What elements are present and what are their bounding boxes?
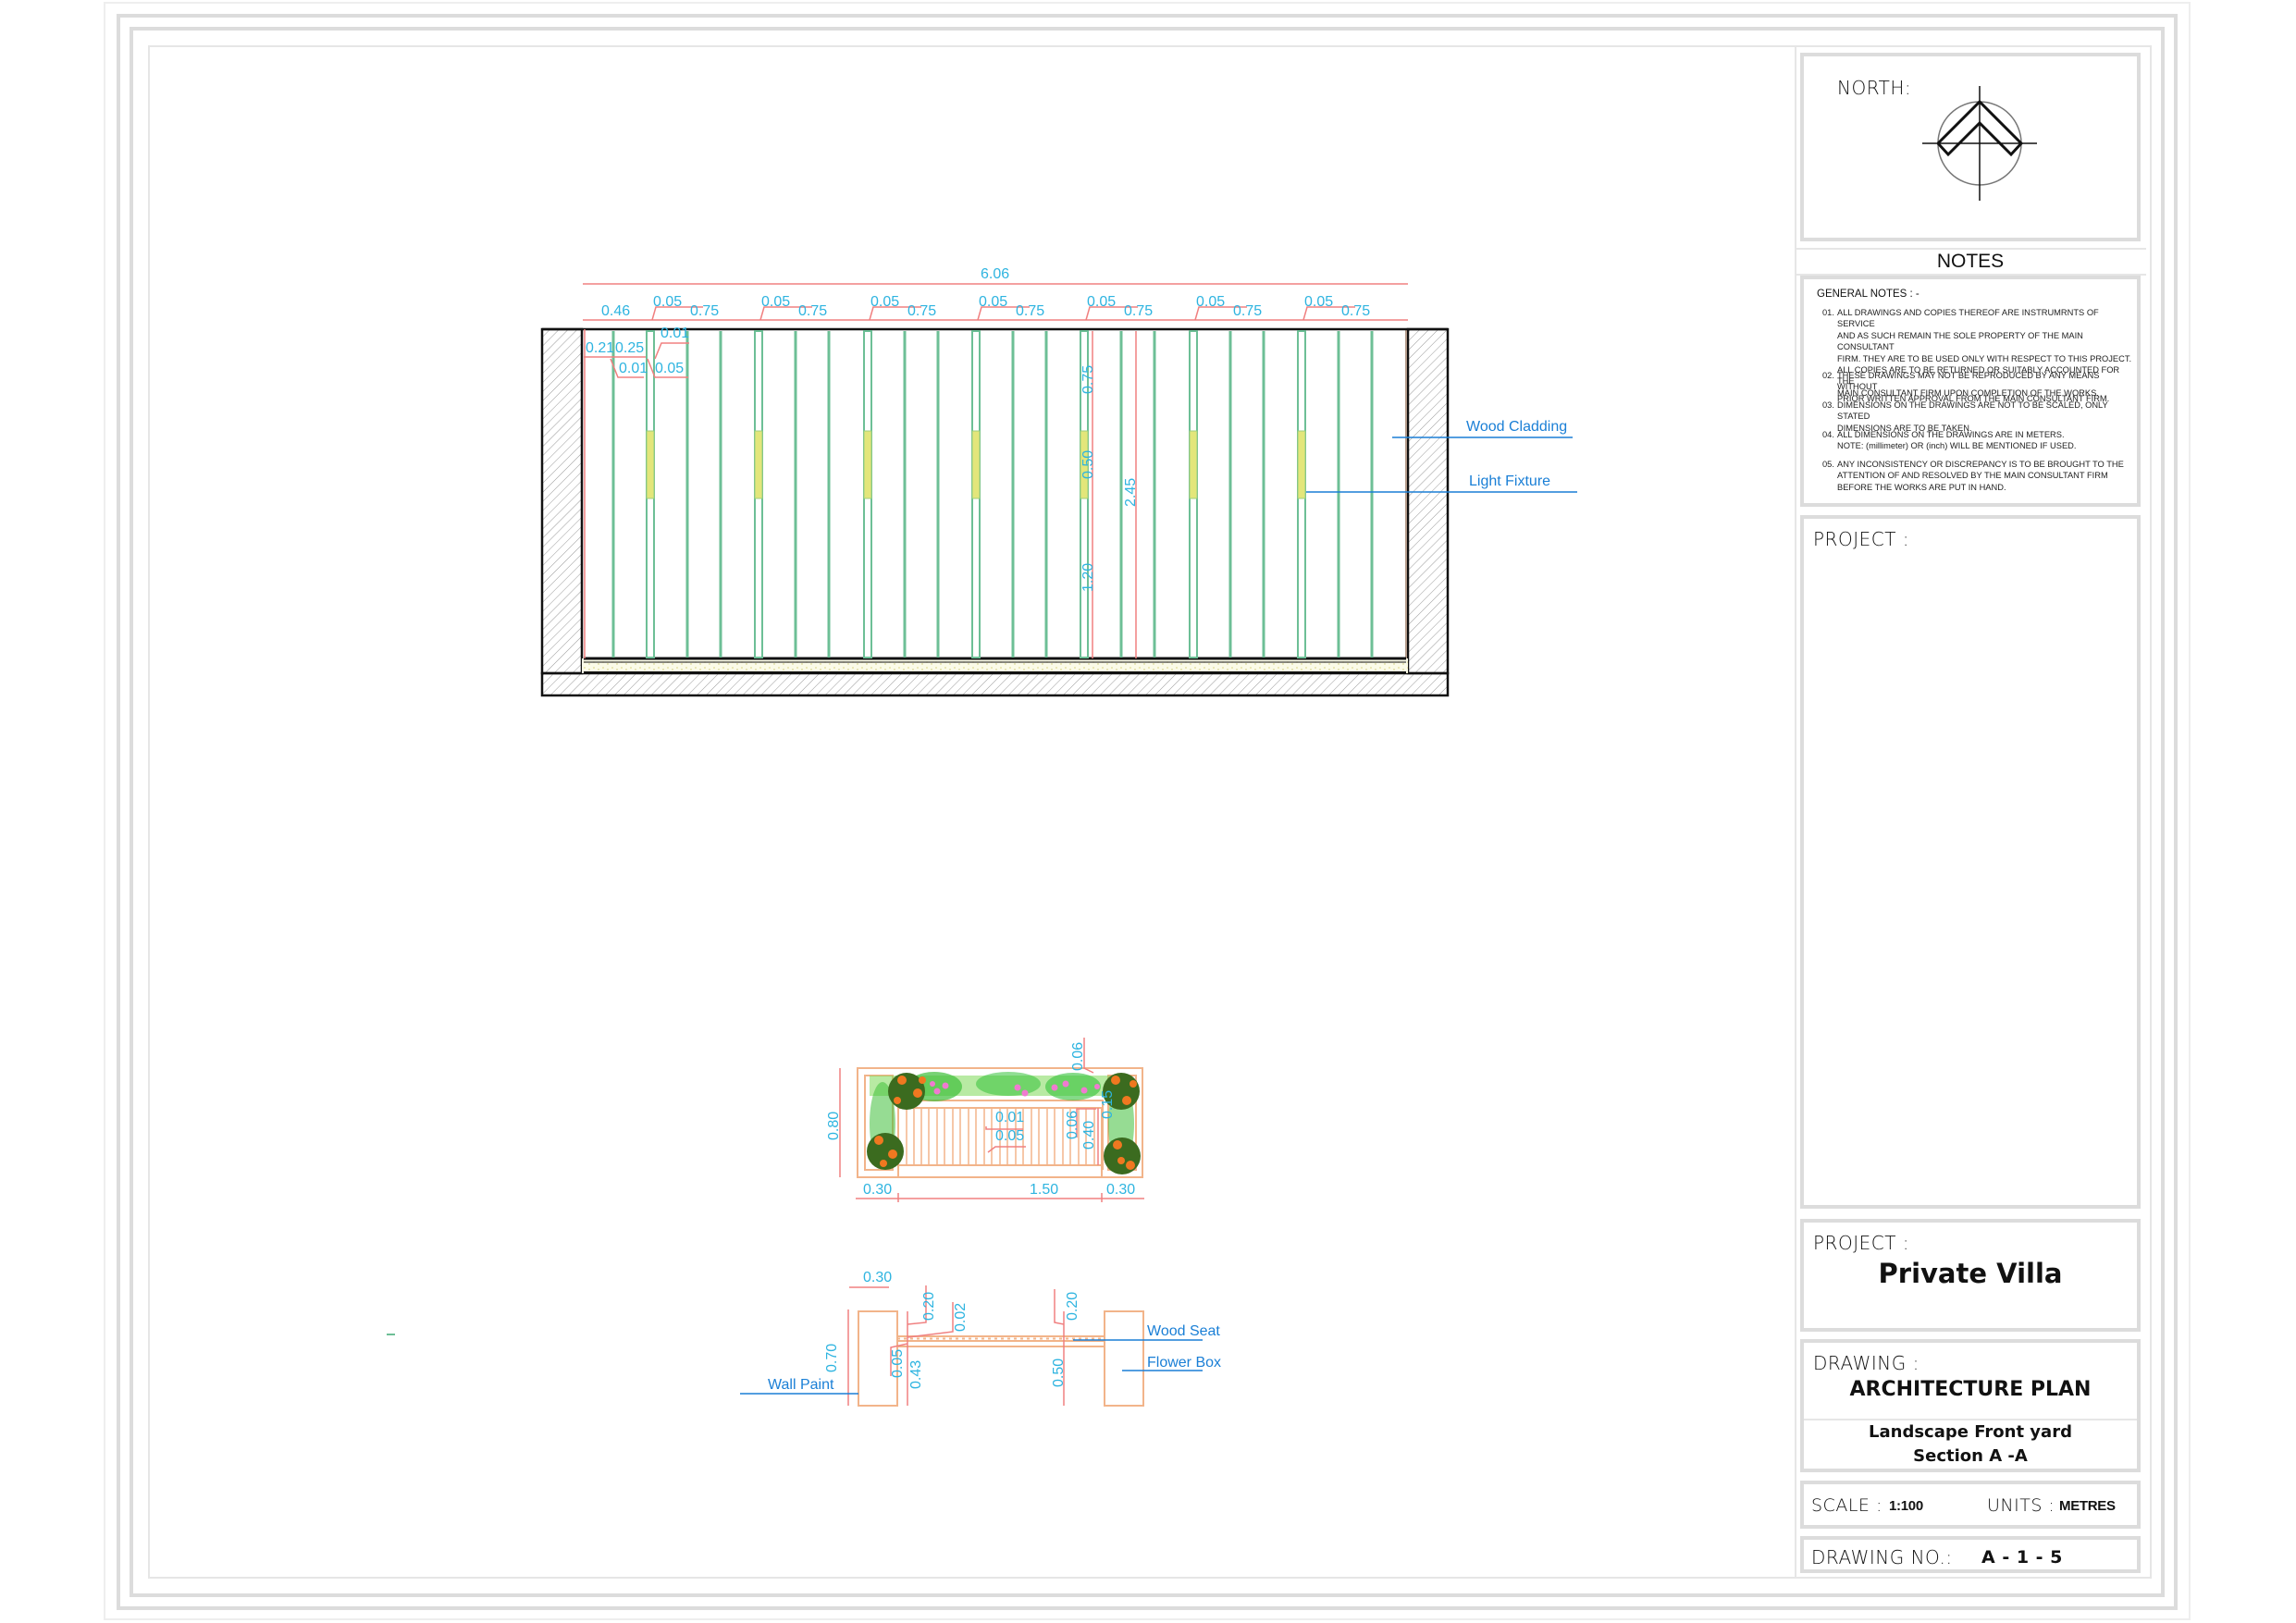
drawing-subtitle-1: Landscape Front yard xyxy=(1869,1422,2072,1442)
dim-bench-inner-c: 0.15 xyxy=(1100,1089,1116,1119)
dim-detail-e: 0.05 xyxy=(655,361,685,376)
label-wood-seat: Wood Seat xyxy=(1147,1323,1220,1339)
scale-label: SCALE : xyxy=(1811,1495,1882,1516)
drawing-name: ARCHITECTURE PLAN xyxy=(1849,1378,2092,1401)
general-notes-title: GENERAL NOTES : - xyxy=(1817,289,1920,300)
dim-top-2: 0.75 xyxy=(690,303,720,319)
drawing-no-label: DRAWING NO.: xyxy=(1811,1546,1953,1568)
drawing-label: DRAWING : xyxy=(1813,1352,1920,1374)
right-wall xyxy=(1406,327,1450,675)
dim-detail-a: 0.21 xyxy=(586,340,615,356)
dim-top-4: 0.75 xyxy=(798,303,828,319)
dim-bench-slat-width: 0.05 xyxy=(995,1128,1025,1144)
dim-bench-slat-gap: 0.01 xyxy=(995,1110,1025,1125)
project-label: PROJECT : xyxy=(1813,1232,1910,1254)
scale-value: 1:100 xyxy=(1889,1498,1923,1514)
dim-top-5: 0.05 xyxy=(870,294,900,310)
bench-plan-drawing xyxy=(839,1038,1144,1202)
dim-top-6: 0.75 xyxy=(907,303,937,319)
drawing-divider xyxy=(1804,1419,2137,1420)
dim-bench-inner-a: 0.06 xyxy=(1065,1110,1080,1139)
label-flower-box: Flower Box xyxy=(1147,1355,1222,1371)
note-item: 05.ANY INCONSISTENCY OR DISCREPANCY IS T… xyxy=(1822,460,2124,492)
dim-section-050: 0.50 xyxy=(1051,1358,1067,1387)
label-light-fixture: Light Fixture xyxy=(1469,473,1551,489)
dim-top-7: 0.05 xyxy=(979,294,1008,310)
dim-section-box-width: 0.30 xyxy=(863,1270,893,1285)
sheet-frame-2 xyxy=(117,14,2178,1610)
sheet-outer-frame xyxy=(104,2,2191,1620)
dim-bench-top-gap: 0.06 xyxy=(1070,1041,1086,1071)
planting-icon xyxy=(867,1072,1141,1174)
drawing-panel: DRAWING : ARCHITECTURE PLAN Landscape Fr… xyxy=(1800,1339,2141,1472)
drawing-no-value: A - 1 - 5 xyxy=(1981,1547,2063,1568)
dim-top-14: 0.75 xyxy=(1341,303,1371,319)
scale-panel: SCALE : 1:100 UNITS : METRES xyxy=(1800,1481,2141,1529)
project-panel: PROJECT : Private Villa xyxy=(1800,1219,2141,1332)
dim-top-1: 0.05 xyxy=(653,294,683,310)
dim-section-043: 0.43 xyxy=(908,1359,924,1389)
project-label-top: PROJECT : xyxy=(1813,528,1910,550)
dim-detail-c: 0.01 xyxy=(619,361,648,376)
units-value: METRES xyxy=(2059,1498,2116,1514)
bench-section-drawing xyxy=(740,1285,1203,1407)
project-panel-top: PROJECT : xyxy=(1800,515,2141,1209)
notes-heading: NOTES xyxy=(1795,248,2146,276)
north-panel: NORTH: xyxy=(1800,53,2141,241)
dim-section-002: 0.02 xyxy=(953,1302,969,1332)
dim-vert-total: 2.45 xyxy=(1123,477,1139,507)
label-wall-paint: Wall Paint xyxy=(768,1377,834,1393)
dim-bench-bottom-2: 0.30 xyxy=(1106,1182,1136,1198)
dim-top-12: 0.75 xyxy=(1233,303,1263,319)
note-item: 01.ALL DRAWINGS AND COPIES THEREOF ARE I… xyxy=(1822,308,2132,398)
sheet-frame-3 xyxy=(130,27,2165,1597)
dim-overall-width: 6.06 xyxy=(981,266,1010,282)
dim-bench-bottom-0: 0.30 xyxy=(863,1182,893,1198)
dim-vert-upper: 0.75 xyxy=(1080,364,1096,394)
dim-top-3: 0.05 xyxy=(761,294,791,310)
dim-top-10: 0.75 xyxy=(1124,303,1154,319)
left-wall xyxy=(540,327,584,675)
sheet-inner-frame xyxy=(148,45,2152,1579)
base-slab xyxy=(540,671,1450,697)
dim-section-005: 0.05 xyxy=(890,1348,906,1378)
dim-top-13: 0.05 xyxy=(1304,294,1334,310)
north-label: NORTH: xyxy=(1837,77,1912,99)
drawing-subtitle-2: Section A -A xyxy=(1913,1446,2028,1466)
dim-top-9: 0.05 xyxy=(1087,294,1117,310)
units-label: UNITS : xyxy=(1987,1495,2055,1516)
north-arrow-icon xyxy=(1922,86,2037,201)
drawing-number-panel: DRAWING NO.: A - 1 - 5 xyxy=(1800,1536,2141,1573)
dim-section-020-right: 0.20 xyxy=(1065,1291,1080,1321)
project-name: Private Villa xyxy=(1878,1258,2063,1289)
dim-top-11: 0.05 xyxy=(1196,294,1226,310)
dim-detail-d: 0.01 xyxy=(660,326,690,341)
dim-top-8: 0.75 xyxy=(1016,303,1045,319)
note-item: 02.THESE DRAWINGS MAY NOT BE REPRODUCED … xyxy=(1822,371,2110,403)
note-item: 03.DIMENSIONS ON THE DRAWINGS ARE NOT TO… xyxy=(1822,400,2108,433)
notes-panel: GENERAL NOTES : - 01.ALL DRAWINGS AND CO… xyxy=(1800,276,2141,507)
dim-bench-inner-b: 0.40 xyxy=(1081,1120,1097,1150)
title-block xyxy=(1795,45,2148,1579)
dim-bench-height: 0.80 xyxy=(826,1111,842,1140)
dim-bench-bottom-1: 1.50 xyxy=(1030,1182,1059,1198)
dim-vert-fixture: 0.50 xyxy=(1080,449,1096,479)
dim-section-020-left: 0.20 xyxy=(921,1291,937,1321)
dim-section-height: 0.70 xyxy=(824,1343,840,1372)
note-item: 04.ALL DIMENSIONS ON THE DRAWINGS ARE IN… xyxy=(1822,430,2077,451)
elevation-drawing xyxy=(540,283,1577,697)
dim-detail-b: 0.25 xyxy=(615,340,645,356)
dim-vert-lower: 1.20 xyxy=(1080,562,1096,592)
dim-top-0: 0.46 xyxy=(601,303,631,319)
label-wood-cladding: Wood Cladding xyxy=(1466,419,1568,435)
